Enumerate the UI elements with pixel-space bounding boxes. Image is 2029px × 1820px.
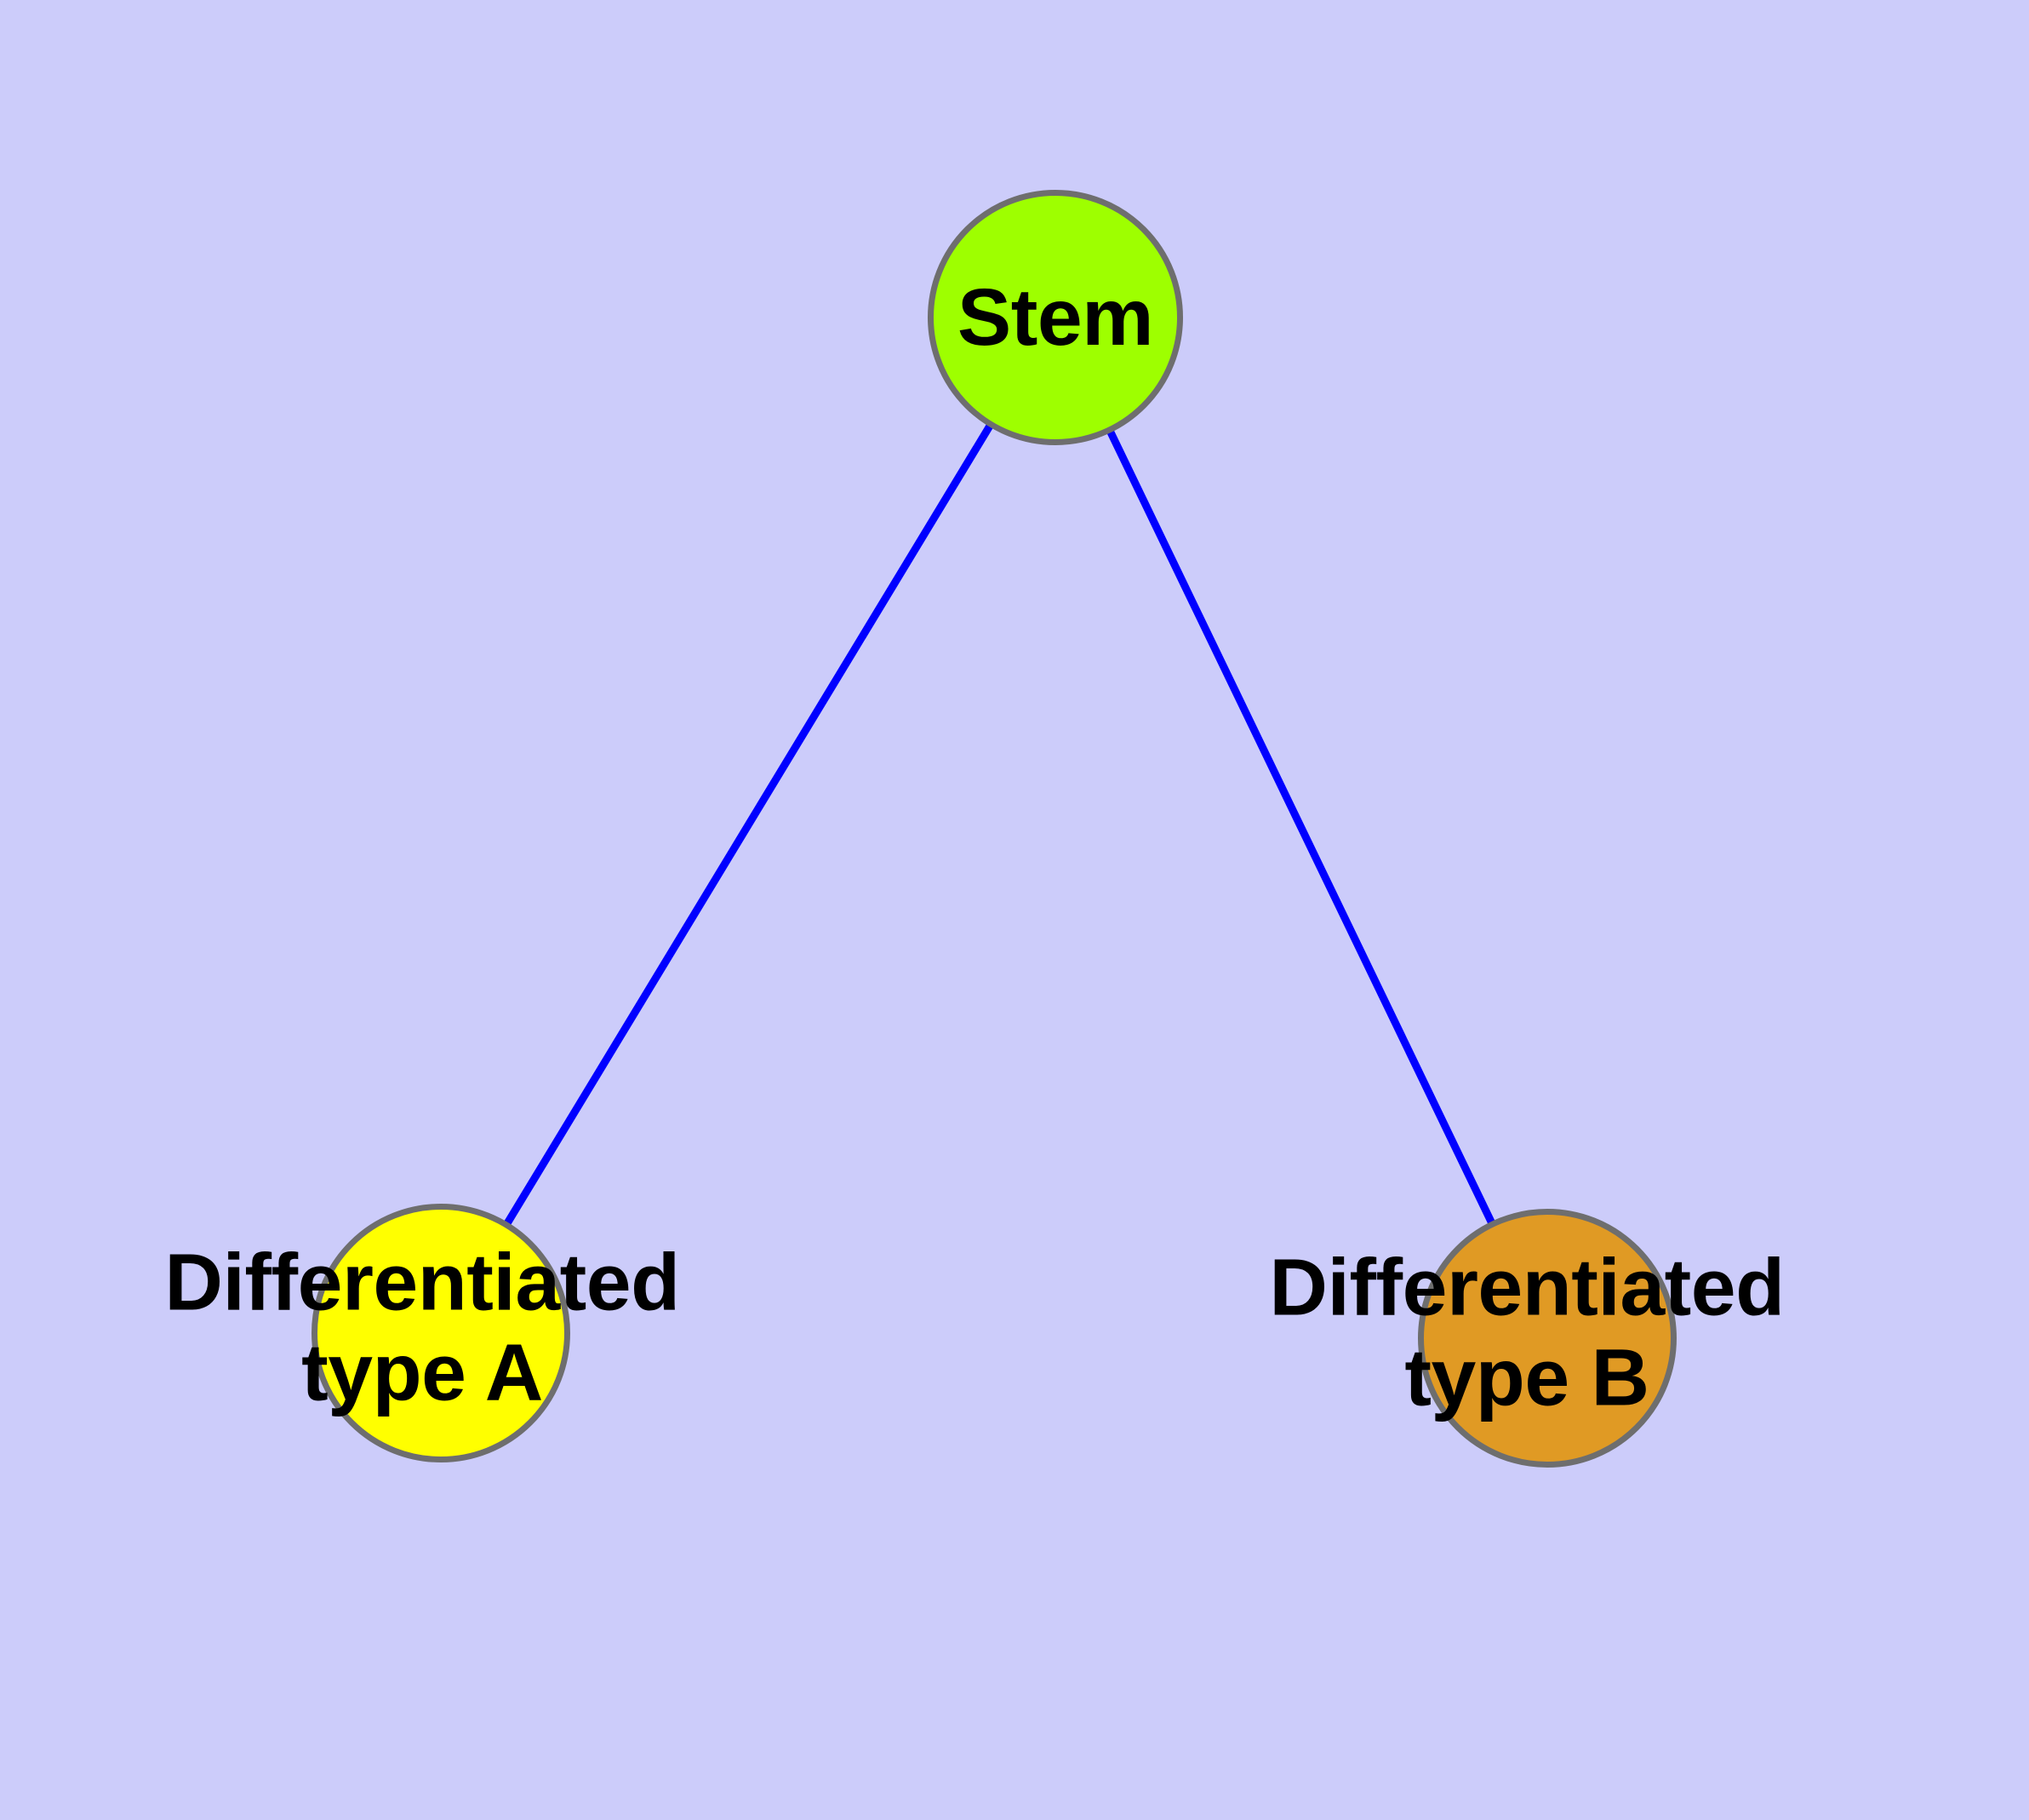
node-circle-diff-type-a[interactable] — [311, 1204, 570, 1462]
graph-edge[interactable] — [437, 315, 1059, 1336]
edges-container — [437, 315, 1552, 1340]
node-circle-diff-type-b[interactable] — [1418, 1209, 1677, 1468]
node-circle-stem[interactable] — [928, 190, 1183, 445]
graph-node-stem[interactable]: Stem — [928, 190, 1183, 445]
graph-edge[interactable] — [1051, 316, 1552, 1340]
